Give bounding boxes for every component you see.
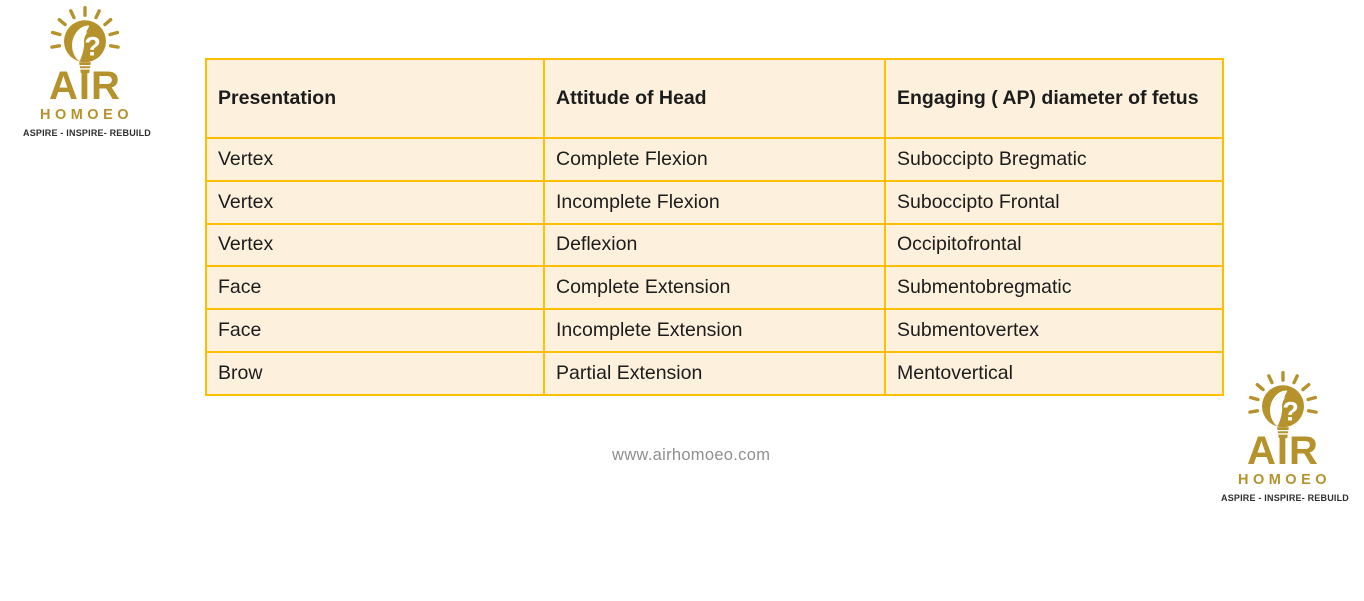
table-header-row: Presentation Attitude of Head Engaging (…: [205, 58, 1224, 139]
column-header-presentation: Presentation: [205, 58, 545, 139]
table-cell: Vertex: [205, 137, 545, 182]
table-header: Presentation Attitude of Head Engaging (…: [205, 58, 1224, 139]
table-cell: Suboccipto Bregmatic: [884, 137, 1224, 182]
logo-tagline: ASPIRE - INSPIRE- REBUILD: [23, 127, 152, 138]
table-cell: Deflexion: [543, 222, 886, 268]
logo-brand-subname: HOMOEO: [1237, 471, 1332, 488]
logo-brand-name: AIR: [1247, 429, 1319, 473]
column-header-engaging-diameter: Engaging ( AP) diameter of fetus: [884, 58, 1224, 139]
table-cell: Incomplete Extension: [543, 308, 886, 353]
table-cell: Vertex: [205, 222, 545, 268]
brand-logo-top-left: AIR HOMOEO ASPIRE - INSPIRE- REBUILD: [23, 4, 152, 138]
table-cell: Occipitofrontal: [884, 222, 1224, 268]
presentation-table-container: Presentation Attitude of Head Engaging (…: [205, 58, 1224, 396]
table-cell: Mentovertical: [884, 350, 1224, 396]
table-cell: Submentovertex: [884, 308, 1224, 353]
table-cell: Incomplete Flexion: [543, 179, 886, 225]
website-url: www.airhomoeo.com: [612, 446, 771, 464]
presentation-attitude-table: Presentation Attitude of Head Engaging (…: [205, 58, 1224, 396]
table-cell: Suboccipto Frontal: [884, 179, 1224, 225]
logo-brand-subname: HOMOEO: [39, 106, 134, 123]
table-cell: Face: [205, 265, 545, 311]
column-header-attitude: Attitude of Head: [543, 58, 886, 139]
logo-tagline: ASPIRE - INSPIRE- REBUILD: [1221, 492, 1350, 503]
table-cell: Complete Flexion: [543, 137, 886, 182]
logo-brand-name: AIR: [49, 64, 121, 108]
brand-logo-bottom-right: AIR HOMOEO ASPIRE - INSPIRE- REBUILD: [1221, 369, 1350, 503]
table-cell: Partial Extension: [543, 350, 886, 396]
table-cell: Submentobregmatic: [884, 265, 1224, 311]
table-cell: Brow: [205, 350, 545, 396]
table-cell: Vertex: [205, 179, 545, 225]
table-cell: Face: [205, 308, 545, 353]
table-cell: Complete Extension: [543, 265, 886, 311]
